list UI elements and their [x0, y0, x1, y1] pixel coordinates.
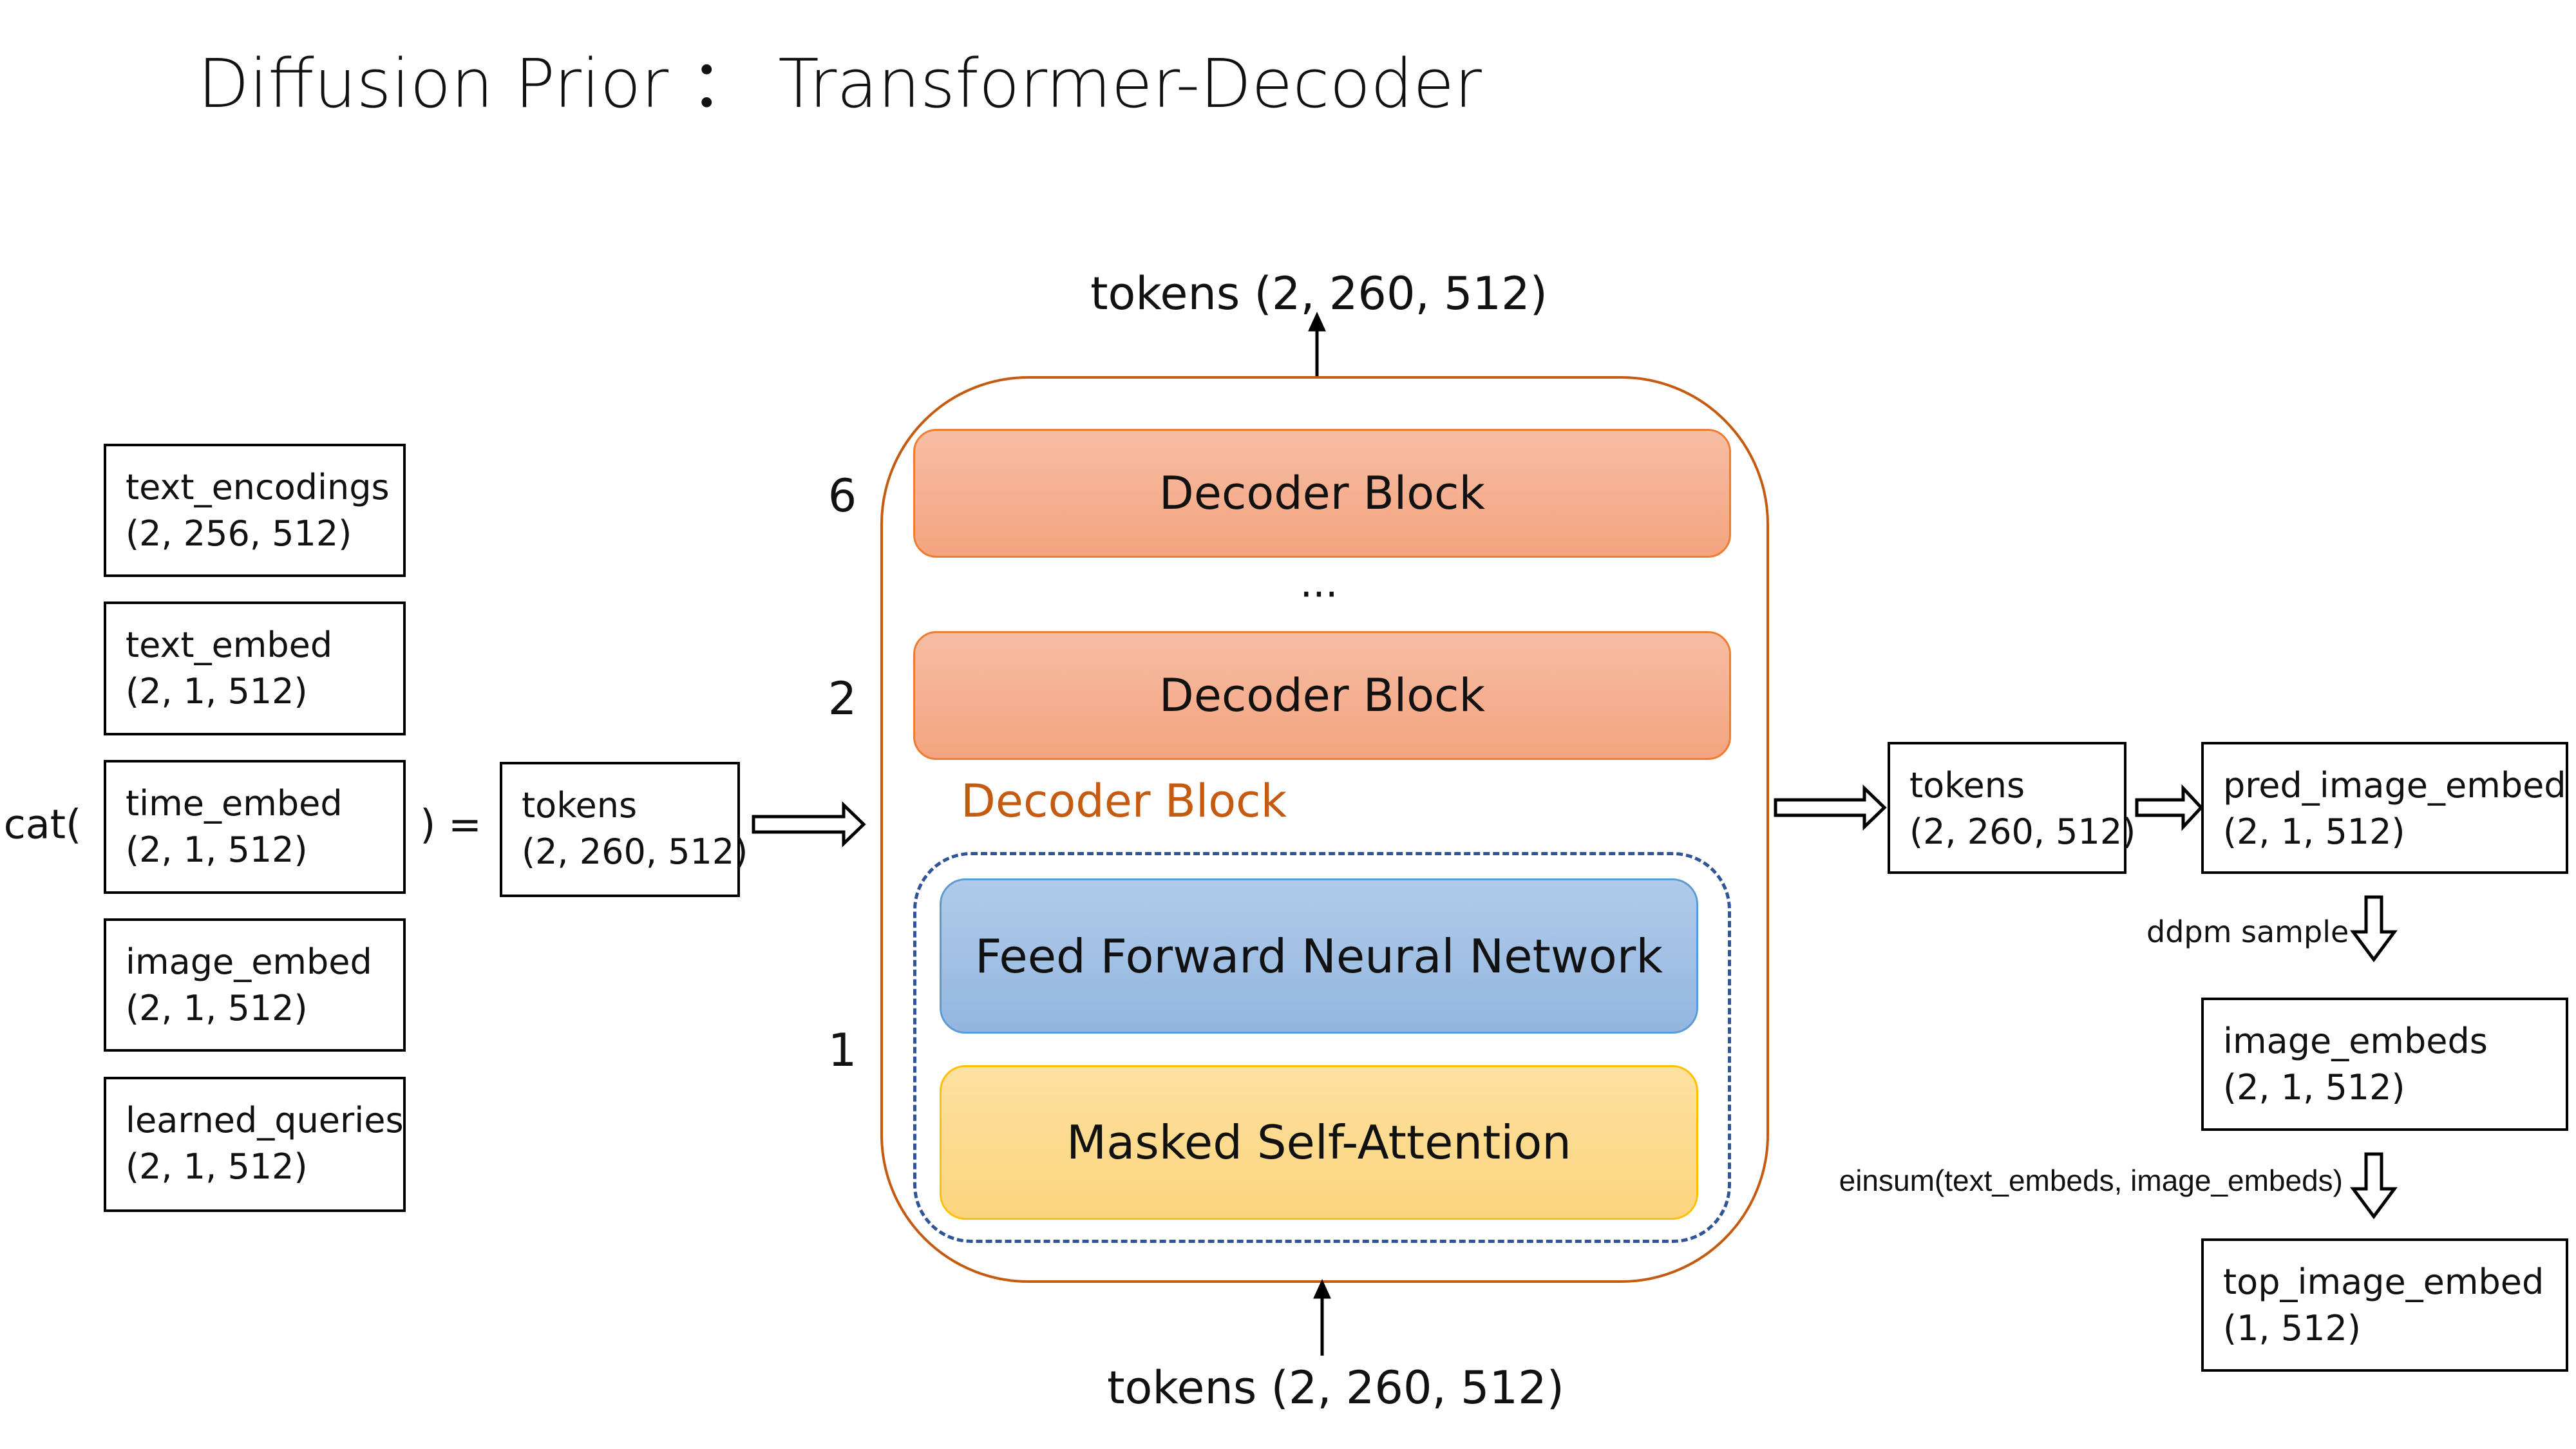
ddpm-sample-label: ddpm sample [2146, 914, 2349, 949]
input-shape: (2, 1, 512) [126, 1146, 308, 1187]
hollow-arrow-right-icon [1774, 784, 1887, 831]
decoder-stack-container [880, 376, 1769, 1283]
masked-self-attention-layer: Masked Self-Attention [940, 1065, 1698, 1220]
decoder-block-detail-frame [913, 852, 1731, 1243]
hollow-arrow-right-icon [752, 801, 866, 848]
input-box-text-embed: text_embed (2, 1, 512) [104, 601, 406, 735]
input-box-time-embed: time_embed (2, 1, 512) [104, 760, 406, 894]
image-embeds-box: image_embeds (2, 1, 512) [2201, 998, 2568, 1131]
input-shape: (2, 1, 512) [126, 988, 308, 1028]
cat-open-label: cat( [3, 800, 82, 848]
input-box-image-embed: image_embed (2, 1, 512) [104, 918, 406, 1052]
input-name: time_embed [126, 783, 343, 824]
einsum-label: einsum(text_embeds, image_embeds) [1839, 1164, 2343, 1197]
pred-image-embed-box: pred_image_embed (2, 1, 512) [2201, 742, 2568, 874]
image-embeds-name: image_embeds [2223, 1021, 2488, 1061]
arrow-up-icon [1313, 1278, 1331, 1299]
block-index-6: 6 [828, 469, 857, 522]
input-name: learned_queries [126, 1100, 404, 1141]
hollow-arrow-down-icon [2350, 895, 2398, 963]
image-embeds-shape: (2, 1, 512) [2223, 1067, 2405, 1108]
tokens-name: tokens [1909, 765, 2025, 806]
block-index-1: 1 [828, 1024, 857, 1077]
input-shape: (2, 256, 512) [126, 513, 352, 554]
tokens-input-box: tokens (2, 260, 512) [500, 762, 748, 897]
input-box-text-encodings: text_encodings (2, 256, 512) [104, 444, 406, 577]
input-name: text_embed [126, 625, 333, 665]
decoder-block-6: Decoder Block [913, 429, 1731, 558]
arrow-up-icon [1308, 311, 1326, 332]
hollow-arrow-down-icon [2350, 1152, 2398, 1220]
input-box-learned-queries: learned_queries (2, 1, 512) [104, 1077, 406, 1212]
decoder-block-2: Decoder Block [913, 631, 1731, 760]
input-shape: (2, 1, 512) [126, 671, 308, 712]
ellipsis: ... [1300, 559, 1338, 607]
tokens-name: tokens [522, 785, 638, 826]
tokens-output-box: tokens (2, 260, 512) [1888, 742, 2136, 874]
top-embed-shape: (1, 512) [2223, 1308, 2361, 1349]
input-name: text_encodings [126, 467, 390, 507]
hollow-arrow-right-icon [2135, 784, 2204, 831]
tokens-input-label: tokens (2, 260, 512) [1107, 1361, 1564, 1414]
tokens-output-label: tokens (2, 260, 512) [1090, 267, 1548, 320]
pred-name: pred_image_embed [2223, 765, 2566, 806]
input-shape: (2, 1, 512) [126, 829, 308, 870]
top-embed-name: top_image_embed [2223, 1262, 2544, 1302]
top-image-embed-box: top_image_embed (1, 512) [2201, 1238, 2568, 1372]
cat-close-label: ) = [420, 800, 482, 848]
pred-shape: (2, 1, 512) [2223, 811, 2405, 852]
decoder-block-detail-title: Decoder Block [961, 775, 1287, 828]
feed-forward-network-layer: Feed Forward Neural Network [940, 878, 1698, 1034]
tokens-shape: (2, 260, 512) [1909, 811, 2136, 852]
block-index-2: 2 [828, 672, 857, 725]
tokens-shape: (2, 260, 512) [522, 831, 748, 872]
page-title: Diffusion Prior ： Transformer-Decoder [198, 44, 1482, 123]
input-name: image_embed [126, 942, 372, 982]
